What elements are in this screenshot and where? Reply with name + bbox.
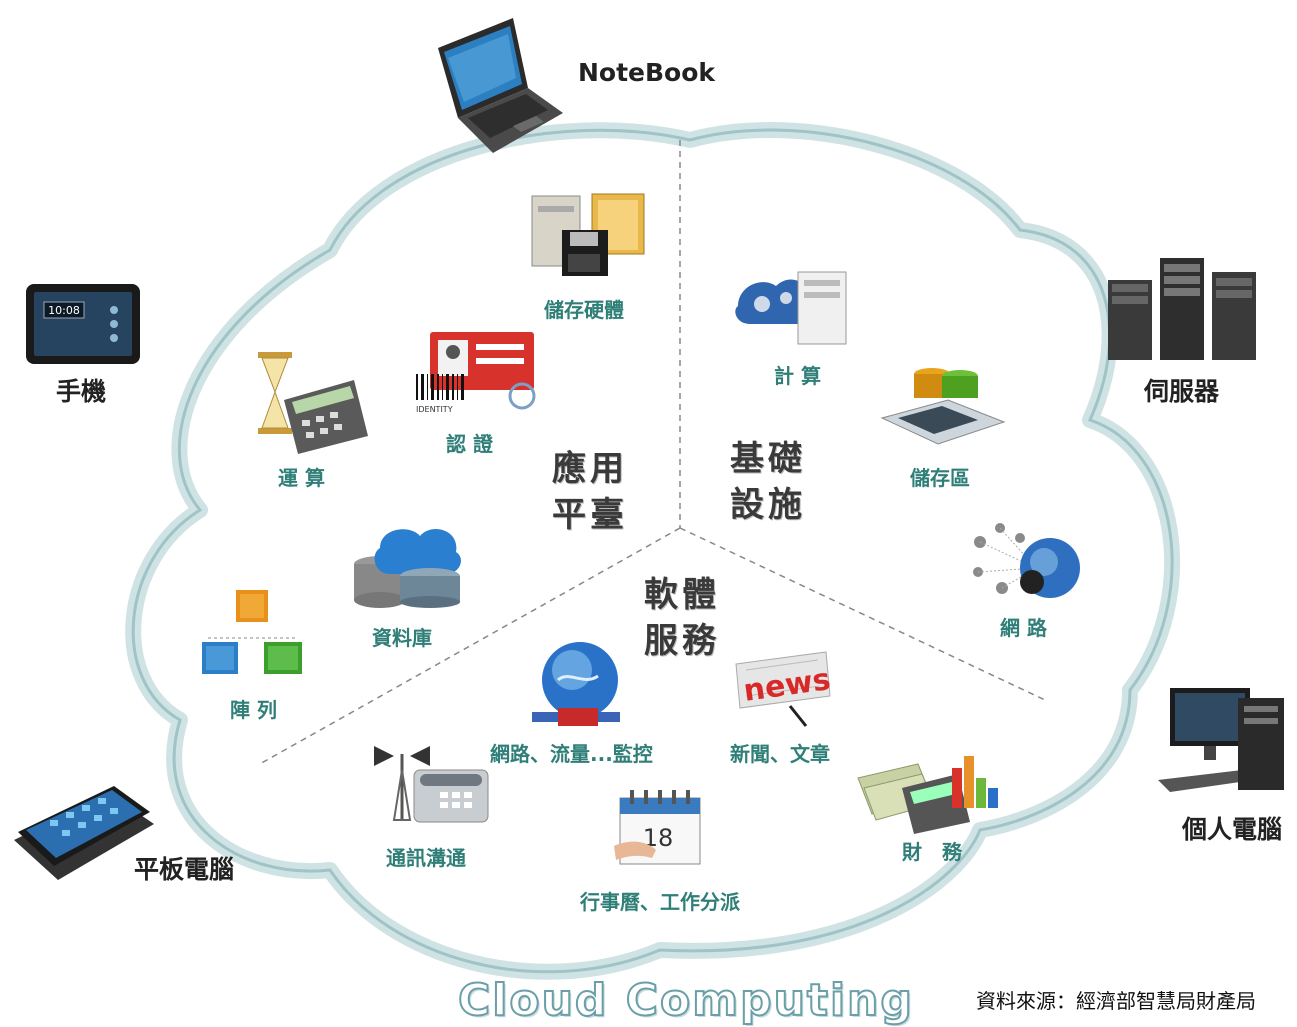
identity-text: IDENTITY <box>416 405 453 414</box>
pc-icon <box>1158 688 1284 792</box>
sector-software-line2: 服務 <box>644 621 720 661</box>
sector-platform-line1: 應用 <box>552 449 628 489</box>
divider-right <box>679 527 1046 701</box>
array-label: 陣 列 <box>230 698 277 722</box>
server-label: 伺服器 <box>1144 377 1220 406</box>
compute-icon <box>258 352 368 454</box>
database-icon <box>354 529 461 608</box>
storage-hardware-label: 儲存硬體 <box>544 298 624 322</box>
phone-label: 手機 <box>56 377 107 406</box>
communication-label: 通訊溝通 <box>386 846 466 870</box>
monitor-label: 網路、流量...監控 <box>490 742 653 766</box>
pc-label: 個人電腦 <box>1182 815 1283 844</box>
network-icon <box>973 523 1080 598</box>
svg-text:10:08: 10:08 <box>48 304 80 317</box>
cloud-computing-title: Cloud Computing <box>457 974 914 1027</box>
auth-label: 認 證 <box>446 432 493 456</box>
network-label: 網 路 <box>1000 616 1047 640</box>
sector-title-software: 軟體 服務 <box>636 572 728 664</box>
finance-icon <box>857 756 998 834</box>
divider-left <box>257 527 681 766</box>
calendar-icon: 18 <box>614 790 701 865</box>
sector-platform-line2: 平臺 <box>552 495 628 535</box>
source-note: 資料來源：經濟部智慧局財產局 <box>976 989 1256 1013</box>
storage-area-label: 儲存區 <box>910 466 970 490</box>
monitor-icon <box>532 642 620 726</box>
storage-hardware-icon <box>531 193 645 276</box>
database-label: 資料庫 <box>372 626 432 650</box>
tablet-icon <box>14 786 154 880</box>
news-icon: news <box>735 651 833 727</box>
array-icon <box>202 590 302 674</box>
communication-icon <box>374 746 489 823</box>
calculate-icon <box>735 271 847 345</box>
sector-title-infrastructure: 基礎 設施 <box>722 436 814 528</box>
server-icon <box>1108 258 1256 360</box>
sector-infrastructure-line1: 基礎 <box>730 439 806 479</box>
finance-label: 財 務 <box>902 840 962 864</box>
calendar-label: 行事曆、工作分派 <box>580 890 740 914</box>
tablet-label: 平板電腦 <box>134 855 235 884</box>
calculate-label: 計 算 <box>774 364 821 388</box>
storage-area-icon <box>880 368 1006 445</box>
sector-software-line1: 軟體 <box>644 575 720 615</box>
notebook-label: NoteBook <box>578 58 716 87</box>
auth-icon: IDENTITY <box>416 332 536 414</box>
notebook-icon <box>438 18 563 153</box>
news-label: 新聞、文章 <box>730 742 830 766</box>
sector-title-platform: 應用 平臺 <box>544 446 636 538</box>
phone-icon: 10:08 <box>26 284 140 364</box>
sector-infrastructure-line2: 設施 <box>730 485 806 525</box>
compute-label: 運 算 <box>278 466 325 490</box>
